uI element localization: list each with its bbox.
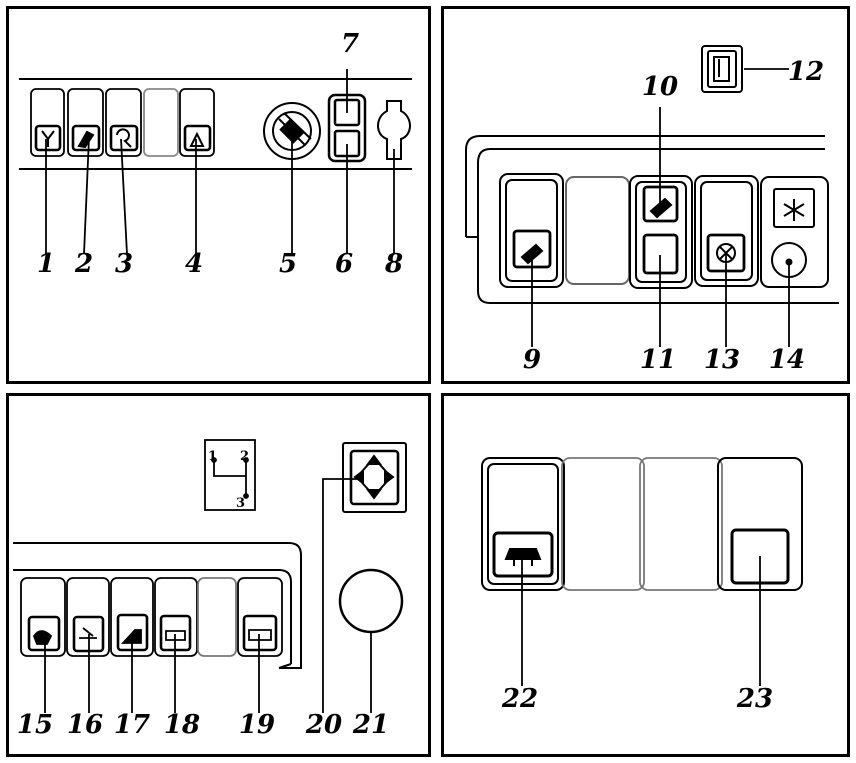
switch-block-14 [760,176,829,288]
dash-outline-inner [477,148,839,304]
gear-pattern-plate [204,439,256,511]
switch-2 [67,88,104,157]
callout-3: 3 [114,249,134,279]
switch-4 [179,88,215,157]
dashboard-left-drawing [19,69,412,255]
warning-triangle-icon [189,131,205,147]
snowflake-icon [783,199,805,221]
callout-6: 6 [334,249,354,279]
callout-19: 19 [238,710,276,740]
switch-12 [701,45,743,93]
callout-21: 21 [352,710,390,740]
switch-block-10-11 [629,175,693,289]
panel-bottom-left: 1 2 3 15 16 17 18 19 20 21 [6,393,431,757]
dash-outline-top [13,542,302,669]
callout-7: 7 [340,29,360,59]
callout-15: 15 [16,710,54,740]
callout-9: 9 [522,345,542,375]
callout-10: 10 [641,72,679,102]
callout-13: 13 [703,345,741,375]
callout-23: 23 [736,684,774,714]
socket-icon [377,100,411,160]
panel-bottom-right: 22 23 [441,393,850,757]
spot-lamp-icon [77,130,95,149]
antenna-icon [41,130,55,147]
panel-top-left: 1 2 3 4 5 6 7 8 [6,6,431,384]
gear-label-1: 1 [208,449,218,464]
callout-14: 14 [768,345,806,375]
callout-12: 12 [787,57,825,87]
switch-blank [143,88,179,157]
blank-switch-2 [639,457,723,591]
dash-outline-top [465,135,825,237]
callout-2: 2 [74,249,94,279]
switch-3 [105,88,142,157]
washer-icon [79,627,97,639]
work-lamp-icon-2 [649,197,673,219]
switch-bank-drawing [481,457,803,686]
switch-22-button [492,531,554,578]
control-knob [338,568,404,634]
panel-top-right: 9 10 11 12 13 14 [441,6,850,384]
callout-20: 20 [305,710,343,740]
switch-1 [30,88,65,157]
vehicle-icon [504,548,542,566]
callout-17: 17 [113,710,151,740]
switch-15 [20,577,66,657]
snowflake-switch [773,188,815,228]
callout-22: 22 [501,684,539,714]
switch-22 [481,457,565,591]
gear-label-3: 3 [236,496,246,511]
callout-4: 4 [184,249,204,279]
blank-switch-1 [561,457,645,591]
joystick-control [342,442,407,513]
switch-16 [66,577,110,657]
dashboard-right-drawing [465,45,839,347]
switch-18 [154,577,198,657]
wiper-icon [32,630,53,645]
callout-18: 18 [163,710,201,740]
dashboard-lower-drawing [13,439,407,713]
callout-1: 1 [36,249,56,279]
gear-label-2: 2 [240,449,250,464]
vehicle-icon [165,630,186,641]
callout-8: 8 [384,249,404,279]
blank-switch [565,176,630,285]
switch-19 [237,577,283,657]
switch-blank [197,577,237,657]
search-lamp-icon [116,128,132,148]
callout-11: 11 [639,345,677,375]
callout-5: 5 [278,249,298,279]
callout-16: 16 [66,710,104,740]
vehicle-icon-2 [248,629,272,641]
